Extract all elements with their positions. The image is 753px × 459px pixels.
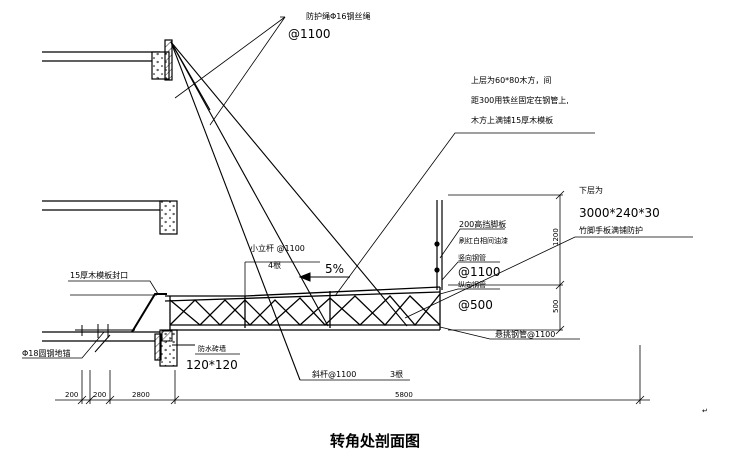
bottom-layer-label-2: 3000*240*30: [579, 206, 660, 220]
dim-200-b: 200: [93, 391, 106, 399]
cantilever-platform: [164, 286, 441, 331]
guard-wire-ropes: [170, 41, 408, 381]
leader-lines: [22, 132, 693, 381]
cantilever-beam-label: 悬挑钢管@1100: [495, 329, 555, 339]
drawing-title: 转角处剖面图: [330, 432, 420, 450]
dim-500: 500: [552, 300, 560, 313]
dim-200-a: 200: [65, 391, 78, 399]
three-rods-label: 3根: [390, 369, 403, 379]
dim-5800: 5800: [395, 391, 413, 399]
top-layer-label-2: 距300用铁丝固定在钢管上,: [471, 95, 569, 105]
bottom-layer-label-3: 竹脚手板满铺防护: [579, 225, 643, 235]
vertical-dimension: [448, 190, 565, 335]
floor-slab-top: [42, 39, 173, 81]
waterproof-wall-label: 防水砖墙: [198, 344, 226, 353]
vertical-pipe-label: 竖向钢管: [458, 253, 486, 262]
dim-2800: 2800: [132, 391, 150, 399]
return-mark: ↵: [702, 407, 708, 415]
waterproof-wall: [161, 330, 195, 346]
dim-1200: 1200: [552, 228, 560, 246]
horizontal-dimension: [55, 345, 650, 405]
diagonal-brace-label: 斜杆@1100: [312, 369, 356, 379]
slope-label: 5%: [325, 262, 344, 276]
waterproof-wall-size: 120*120: [186, 358, 238, 372]
anchor-bar-label: Φ18圆钢地锚: [22, 348, 70, 358]
top-layer-label-3: 木方上满铺15厚木模板: [471, 115, 553, 125]
top-layer-label-1: 上层为60*80木方，间: [471, 75, 551, 85]
small-crossbar-label: 小立杆 @1100: [250, 243, 305, 253]
plank-seal: [70, 293, 167, 333]
end-railing: [434, 200, 443, 290]
toe-board-paint-label: 刷红白相间油漆: [459, 236, 508, 245]
horizontal-pipe-label: 纵向钢管: [458, 280, 486, 289]
vertical-pipe-spacing: @1100: [458, 265, 501, 279]
guard-rope-leaders: [174, 16, 286, 126]
floor-slab-middle: [42, 200, 178, 235]
slope-arrow: [298, 272, 350, 282]
bottom-layer-label-1: 下层为: [579, 185, 603, 195]
plank-seal-label: 15厚木模板封口: [70, 270, 128, 280]
four-rods-label: 4根: [268, 260, 281, 270]
horizontal-pipe-spacing: @500: [458, 298, 493, 312]
toe-board-label: 200高挡脚板: [459, 219, 506, 229]
guard-rope-spacing: @1100: [288, 27, 331, 41]
anchor-bars: [75, 324, 135, 353]
guard-rope-label: 防护绳Φ16钢丝绳: [306, 11, 370, 21]
